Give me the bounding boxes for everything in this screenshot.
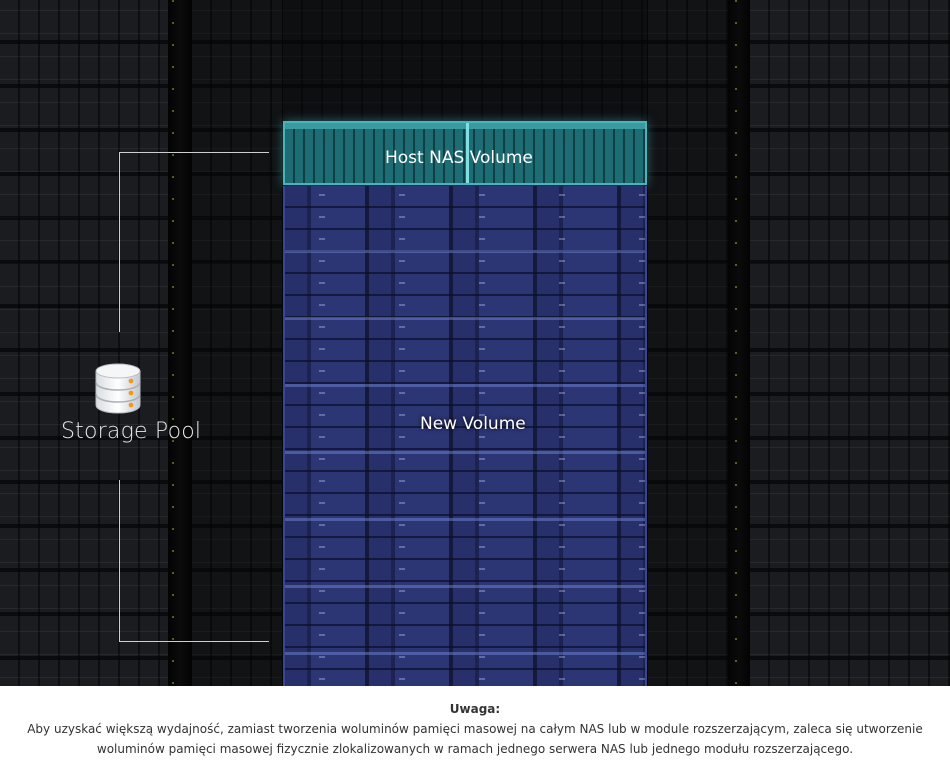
host-nas-unit [283, 121, 647, 185]
rack-gap-right [728, 0, 750, 686]
server-rack-right-inner [648, 0, 728, 686]
storage-pool-label: Storage Pool [61, 419, 202, 444]
host-nas-divider [466, 123, 469, 183]
storage-pool-bracket-top [119, 152, 269, 332]
server-rack-right-outer [750, 0, 950, 686]
storage-pool-bracket-bottom [119, 480, 269, 642]
note-body: Aby uzyskać większą wydajność, zamiast t… [27, 722, 923, 756]
rack-leds-right [735, 0, 737, 686]
note-section: Uwaga: Aby uzyskać większą wydajność, za… [0, 686, 950, 780]
expansion-bay-indicators [319, 186, 683, 686]
server-rack-left-outer [0, 0, 168, 686]
storage-diagram: Host NAS Volume New Volume Storage Pool [0, 0, 950, 686]
host-volume-label: Host NAS Volume [385, 148, 533, 168]
new-volume-label: New Volume [420, 414, 526, 434]
expansion-units [283, 186, 647, 686]
host-nas-top-bar [285, 123, 645, 129]
note-title: Uwaga: [449, 702, 501, 716]
rack-leds-left [172, 0, 174, 686]
server-rack-left-inner [192, 0, 282, 686]
database-icon [95, 363, 141, 414]
